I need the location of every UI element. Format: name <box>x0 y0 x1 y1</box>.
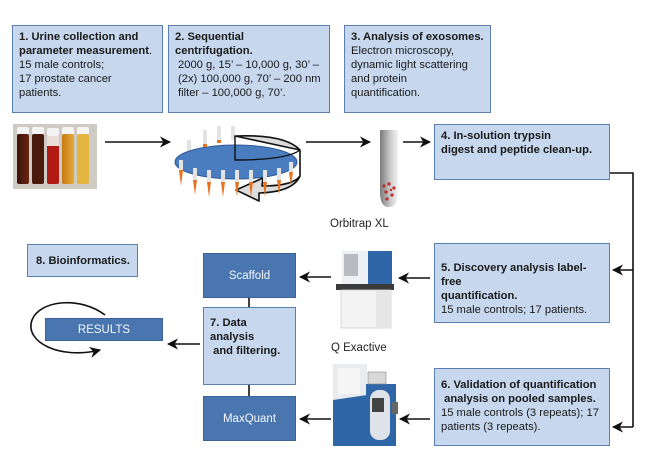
results-loop-arrow <box>30 301 106 358</box>
step6-line: 15 male controls (3 repeats); 17 <box>441 407 599 419</box>
step1-title-suffix: . <box>148 45 153 57</box>
step2-line: filter – 100,000 g, 70’. <box>178 87 286 99</box>
step4-trypsin-digest-box: 4. In-solution trypsin digest and peptid… <box>434 124 610 180</box>
q-exactive-label: Q Exactive <box>331 342 387 354</box>
step3-title: 3. Analysis of exosomes. <box>351 31 484 43</box>
orbitrap-mass-spectrometer-photo <box>336 251 394 329</box>
step6-line: patients (3 repeats). <box>441 421 541 433</box>
scaffold-software-box: Scaffold <box>203 253 296 298</box>
step5-discovery-analysis-box: 5. Discovery analysis label-free quantif… <box>434 243 610 323</box>
step4-title-line2: digest and peptide clean-up. <box>441 144 593 156</box>
step3-line: and protein <box>351 73 407 85</box>
urine-sample-tubes-photo <box>13 124 97 189</box>
step2-line: 2000 g, 15’ – 10,000 g, 30’ – <box>178 59 319 71</box>
step7-data-analysis-box: 7. Data analysis and filtering. <box>203 307 296 385</box>
q-exactive-mass-spectrometer-photo <box>333 364 398 446</box>
step7-title-line: 7. Data <box>210 317 247 329</box>
step1-line: patients. <box>19 87 62 99</box>
step1-line: 17 prostate cancer <box>19 73 112 85</box>
step3-line: quantification. <box>351 87 421 99</box>
step1-title-line1: 1. Urine collection and <box>19 31 139 43</box>
step2-centrifugation-box: 2. Sequential centrifugation. 2000 g, 15… <box>168 25 330 113</box>
step5-title-line2: quantification. <box>441 290 518 302</box>
results-label: RESULTS <box>77 323 131 336</box>
connector-step4-right <box>610 172 634 427</box>
maxquant-software-box: MaxQuant <box>203 396 296 441</box>
microcentrifuge-tube-icon <box>380 130 398 207</box>
step1-urine-collection-box: 1. Urine collection and parameter measur… <box>12 25 163 113</box>
step6-validation-box: 6. Validation of quantification analysis… <box>434 368 610 446</box>
step3-exosome-analysis-box: 3. Analysis of exosomes. Electron micros… <box>344 25 491 113</box>
step8-bioinformatics-box: 8. Bioinformatics. <box>27 244 138 277</box>
step1-title-line2: parameter measurement <box>19 45 149 57</box>
step2-title: 2. Sequential centrifugation. <box>175 31 253 57</box>
orbitrap-xl-label: Orbitrap XL <box>330 218 389 230</box>
step2-line: (2x) 100,000 g, 70’ – 200 nm <box>178 73 321 85</box>
step3-line: Electron microscopy, <box>351 45 454 57</box>
centrifuge-rotor-icon <box>174 126 301 202</box>
step5-line: 15 male controls; 17 patients. <box>441 304 588 316</box>
results-box: RESULTS <box>45 318 163 341</box>
scaffold-label: Scaffold <box>228 269 271 282</box>
step4-title-line1: 4. In-solution trypsin <box>441 130 552 142</box>
step1-line: 15 male controls; <box>19 59 105 71</box>
step7-title-line: and filtering. <box>210 345 281 357</box>
step3-line: dynamic light scattering <box>351 59 468 71</box>
step5-title-line1: 5. Discovery analysis label-free <box>441 262 587 288</box>
step6-title-line2: analysis on pooled samples. <box>441 393 596 405</box>
step6-title-line1: 6. Validation of quantification <box>441 379 597 391</box>
step8-title: 8. Bioinformatics. <box>36 254 130 267</box>
step7-title-line: analysis <box>210 331 255 343</box>
maxquant-label: MaxQuant <box>222 412 277 425</box>
